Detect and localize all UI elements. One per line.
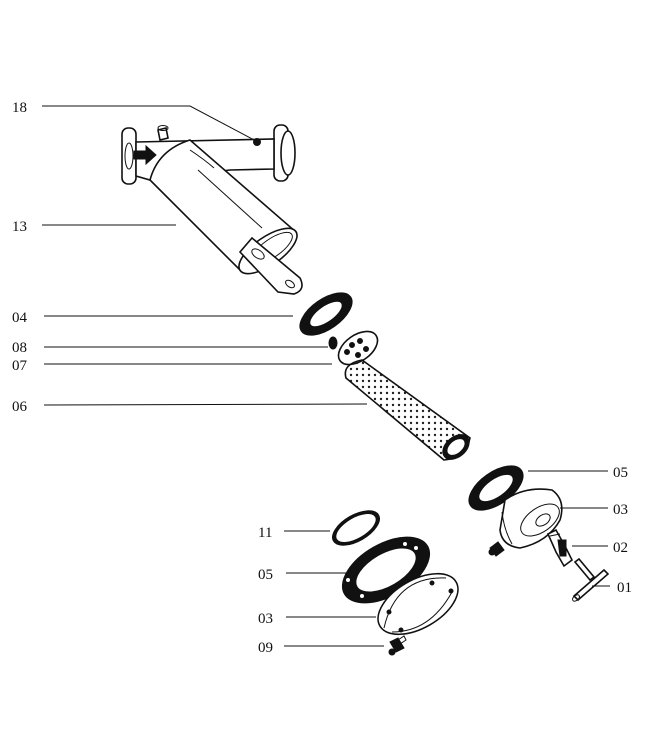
part-03-cover-right — [499, 488, 563, 549]
callout-07: 07 — [12, 358, 28, 374]
callout-09: 09 — [258, 640, 273, 656]
part-11-ring — [332, 510, 380, 546]
part-06-screen — [344, 359, 471, 461]
part-03-cover-lower — [377, 572, 459, 636]
callout-06: 06 — [12, 399, 28, 415]
drain-lug — [238, 236, 303, 295]
part-08-small-ring — [328, 336, 338, 350]
callout-04: 04 — [12, 310, 28, 326]
callout-13: 13 — [12, 219, 27, 235]
part-02-valve — [546, 528, 574, 568]
callout-05-right: 05 — [613, 465, 628, 481]
fitting-right — [488, 541, 505, 557]
callout-03-right: 03 — [613, 502, 628, 518]
callout-08: 08 — [12, 340, 27, 356]
callout-11: 11 — [258, 525, 272, 541]
callout-02: 02 — [613, 540, 628, 556]
part-09-plug — [388, 635, 407, 656]
callout-18: 18 — [12, 100, 27, 116]
part-01-handle — [572, 557, 610, 602]
part-07-disc — [337, 330, 379, 366]
part-04-gasket — [299, 292, 353, 336]
callout-01: 01 — [617, 580, 632, 596]
callout-labels: 18 13 04 08 07 06 05 03 02 01 11 05 03 0… — [12, 100, 632, 656]
callout-03-left: 03 — [258, 611, 273, 627]
strainer-body — [121, 124, 303, 295]
strainer-leg — [149, 139, 298, 272]
callout-05-left: 05 — [258, 567, 273, 583]
flow-arrow-icon — [133, 144, 157, 166]
leader-lines — [42, 105, 610, 647]
